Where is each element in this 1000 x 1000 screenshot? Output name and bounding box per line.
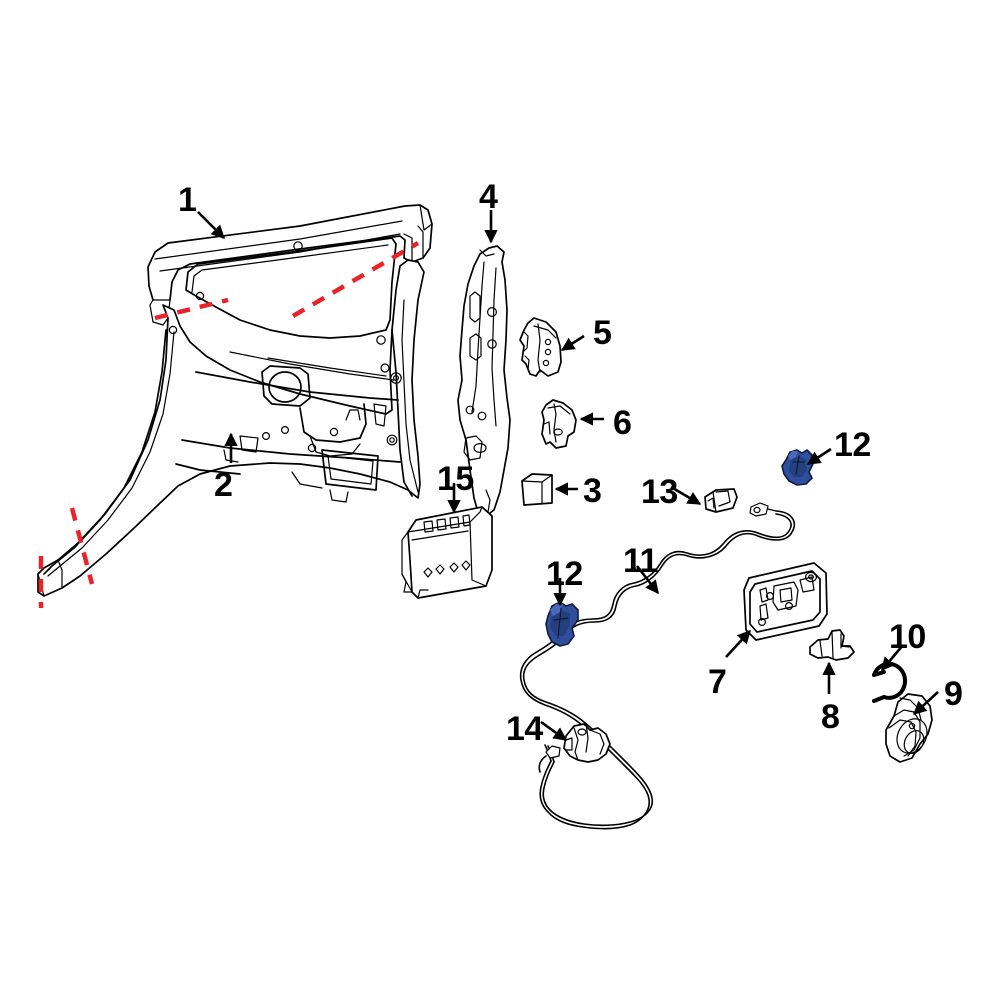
- leader-13: [670, 485, 702, 506]
- part-3-cushion-pad: [521, 473, 553, 506]
- leader-5: [560, 334, 585, 352]
- callout-leaders: [197, 210, 939, 742]
- callout-label-12-upper: 12: [834, 426, 871, 464]
- callout-label-4: 4: [479, 178, 498, 216]
- callout-label-1: 1: [178, 181, 197, 219]
- part-7-fuel-door-housing: [743, 562, 828, 641]
- callout-label-6: 6: [613, 404, 632, 442]
- callout-label-5: 5: [593, 314, 612, 352]
- callout-label-2: 2: [214, 466, 233, 504]
- callout-label-15: 15: [437, 460, 474, 498]
- part-10-retaining-clip: [872, 661, 907, 703]
- leader-10: [881, 644, 904, 672]
- leader-1: [197, 211, 225, 239]
- part-13-cable-connector: [704, 488, 777, 517]
- cut-lines: [38, 241, 420, 608]
- callout-label-10: 10: [889, 618, 926, 656]
- cut-line-upper-right: [291, 241, 420, 318]
- part-1-roof-side-rail: [147, 204, 433, 326]
- callout-label-7: 7: [708, 663, 727, 701]
- cut-line-upper-left: [154, 297, 229, 321]
- callout-label-13: 13: [641, 473, 678, 511]
- part-15-fuel-door-panel: [401, 506, 493, 599]
- part-6-lower-bracket: [541, 399, 577, 449]
- part-2-quarter-panel: [37, 237, 425, 597]
- part-8-fuel-door-striker: [809, 629, 855, 661]
- callout-label-12-lower: 12: [546, 555, 583, 593]
- part-14-fuel-door-release-lever: [538, 723, 611, 773]
- callout-label-14: 14: [506, 710, 543, 748]
- leader-12: [806, 447, 832, 466]
- leader-9: [913, 691, 939, 715]
- leader-11: [635, 565, 660, 595]
- leader-14: [540, 720, 568, 742]
- leader-7: [725, 630, 751, 658]
- callout-label-11: 11: [623, 542, 658, 580]
- callout-label-8: 8: [821, 698, 840, 736]
- part-12-cable-clip-lower: [545, 601, 579, 647]
- part-5-upper-bracket: [519, 317, 562, 377]
- callout-label-9: 9: [944, 675, 963, 713]
- part-12-cable-clip-upper: [781, 449, 814, 486]
- callout-label-3: 3: [583, 472, 602, 510]
